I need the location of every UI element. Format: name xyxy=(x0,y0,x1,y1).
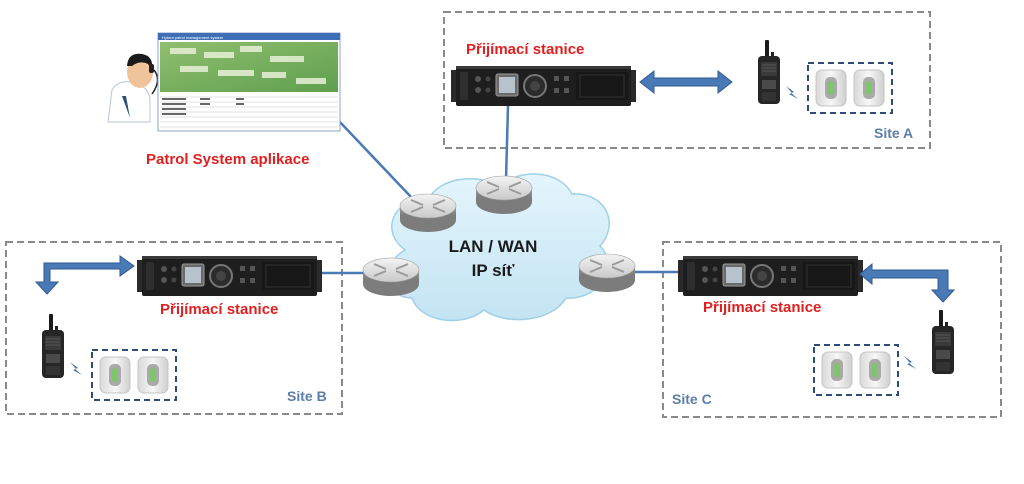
site-c-box xyxy=(662,241,1002,418)
network-label-line2: IP síť xyxy=(472,261,516,280)
network-label-line1: LAN / WAN xyxy=(449,237,538,256)
site-c-tag-group xyxy=(813,344,899,396)
site-b-repeater xyxy=(136,255,323,297)
site-c-radio xyxy=(931,309,955,375)
link-site-a-router xyxy=(504,105,510,181)
site-c-station-label: Přijímací stanice xyxy=(703,299,821,316)
site-a-double-arrow xyxy=(639,69,733,95)
site-a-repeater xyxy=(450,65,637,107)
site-a-label: Site A xyxy=(874,125,913,141)
site-c-label: Site C xyxy=(672,391,712,407)
site-c-repeater xyxy=(677,255,864,297)
router-site-c xyxy=(578,253,636,293)
site-b-spark xyxy=(70,362,82,375)
site-b-box xyxy=(5,241,343,415)
site-b-tag-1 xyxy=(99,356,131,394)
site-a-spark xyxy=(786,86,798,99)
link-app-router xyxy=(337,119,413,199)
site-a-radio xyxy=(757,39,781,105)
site-a-tag-2 xyxy=(853,69,885,107)
site-b-bent-arrow xyxy=(34,255,135,295)
site-c-tag-1 xyxy=(821,351,853,389)
site-b-station-label: Přijímací stanice xyxy=(160,301,278,318)
patrol-app-screen: Hytera patrol management system xyxy=(157,32,341,132)
patrol-app-label: Patrol System aplikace xyxy=(146,151,309,168)
app-window-title: Hytera patrol management system xyxy=(162,35,224,40)
site-a-tag-group xyxy=(807,62,893,114)
site-a-station-label: Přijímací stanice xyxy=(466,41,584,58)
site-a-box xyxy=(443,11,931,149)
router-app xyxy=(399,193,457,233)
site-c-bent-arrow xyxy=(859,262,956,303)
operator-avatar xyxy=(107,53,159,123)
site-b-tag-group xyxy=(91,349,177,401)
network-links xyxy=(315,105,683,275)
router-site-b xyxy=(362,257,420,297)
site-b-label: Site B xyxy=(287,388,327,404)
site-c-spark xyxy=(904,356,916,369)
site-a-tag-1 xyxy=(815,69,847,107)
site-b-radio xyxy=(41,313,65,379)
site-b-tag-2 xyxy=(137,356,169,394)
site-c-tag-2 xyxy=(859,351,891,389)
router-site-a xyxy=(475,175,533,215)
